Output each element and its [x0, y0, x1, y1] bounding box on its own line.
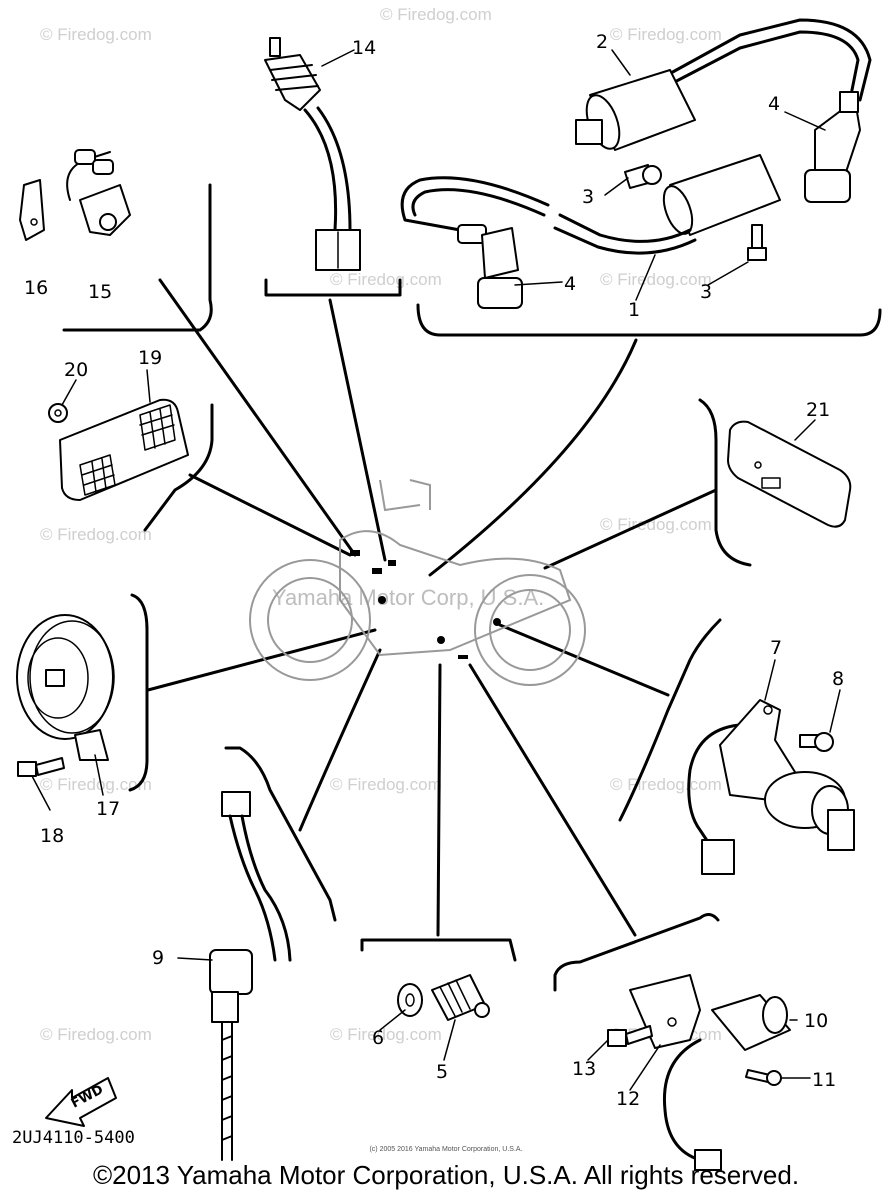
part-14-switch: [264, 37, 361, 271]
bracket-reflector-left: [143, 403, 214, 532]
small-credit: (c) 2005 2016 Yamaha Motor Corporation, …: [369, 1146, 523, 1153]
callout-3: 3: [700, 281, 712, 303]
callout-4: 4: [768, 93, 780, 115]
diagram-part-number: 2UJ4110-5400: [12, 1128, 135, 1148]
callout-20: 20: [64, 359, 88, 381]
watermark: © Firedog.com: [330, 775, 442, 794]
motorcycle-outline: [249, 479, 586, 686]
callout-5: 5: [436, 1061, 448, 1083]
center-watermark: Yamaha Motor Corp, U.S.A.: [272, 585, 544, 610]
callout-4: 4: [564, 273, 576, 295]
bracket-thermo: [224, 746, 337, 922]
callout-1: 1: [628, 299, 640, 321]
watermark: © Firedog.com: [610, 25, 722, 44]
watermark: © Firedog.com: [330, 270, 442, 289]
leader-lines: [146, 278, 718, 937]
watermark: © Firedog.com: [40, 25, 152, 44]
part-11-screw: [745, 1069, 782, 1086]
group-brackets: [62, 183, 882, 992]
watermark: © Firedog.com: [380, 5, 492, 24]
rear-wheel: [474, 574, 586, 686]
callout-9: 9: [152, 947, 164, 969]
watermarks: © Firedog.com © Firedog.com © Firedog.co…: [40, 5, 722, 1044]
callout-19: 19: [138, 347, 162, 369]
part-1-ignition-coil: [400, 154, 781, 255]
part-17-horn: [16, 614, 115, 761]
bracket-5-6: [360, 938, 517, 962]
callout-18: 18: [40, 825, 64, 847]
part-4-plug-cap-right: [804, 91, 861, 203]
watermark: © Firedog.com: [40, 525, 152, 544]
part-10-sensor: [662, 994, 791, 1171]
bracket-coils: [416, 303, 882, 337]
part-19-reflector: [59, 398, 189, 501]
watermark: © Firedog.com: [40, 1025, 152, 1044]
callout-2: 2: [596, 31, 608, 53]
watermark: © Firedog.com: [330, 1025, 442, 1044]
callout-11: 11: [812, 1069, 836, 1091]
part-7-main-switch: [687, 699, 855, 875]
callout-13: 13: [572, 1058, 596, 1080]
bracket-horn: [128, 593, 149, 792]
part-15-relay: [66, 149, 131, 236]
part-5-switch: [431, 974, 490, 1021]
part-20-nut: [48, 403, 68, 423]
part-18-bolt: [17, 757, 65, 777]
bracket-16: [19, 179, 45, 241]
callout-10: 10: [804, 1010, 828, 1032]
callout-15: 15: [88, 281, 112, 303]
part-21-reflector: [727, 420, 852, 528]
mount-points: [350, 550, 501, 659]
part-3-screws: [624, 164, 767, 261]
watermark: © Firedog.com: [600, 270, 712, 289]
part-6-washer: [397, 983, 423, 1017]
bracket-reflector-right: [698, 398, 752, 567]
callout-8: 8: [832, 668, 844, 690]
callout-leaders: [31, 49, 841, 1091]
callout-17: 17: [96, 798, 120, 820]
watermark: © Firedog.com: [610, 775, 722, 794]
callout-6: 6: [372, 1027, 384, 1049]
callout-numbers: 1 2 3 3 4 4 5 6 7 8 9 10 11 12 13 14 15 …: [24, 31, 844, 1110]
callout-12: 12: [616, 1088, 640, 1110]
bracket-10-13: [553, 913, 720, 992]
front-wheel: [249, 559, 371, 681]
part-2-ignition-coil: [575, 18, 872, 151]
bracket-14: [264, 278, 402, 297]
part-13-bolt: [607, 1025, 653, 1047]
footer-copyright: ©2013 Yamaha Motor Corporation, U.S.A. A…: [92, 1160, 800, 1190]
part-8-screw: [799, 732, 834, 752]
fwd-arrow-icon: FWD: [45, 1077, 117, 1127]
callout-16: 16: [24, 277, 48, 299]
callout-14: 14: [352, 37, 376, 59]
part-4-plug-cap-left: [457, 224, 523, 309]
bracket-top-left: [62, 183, 213, 332]
callout-7: 7: [770, 637, 782, 659]
callout-21: 21: [806, 399, 830, 421]
bracket-main-switch: [618, 618, 722, 822]
watermark: © Firedog.com: [40, 775, 152, 794]
callout-3: 3: [582, 186, 594, 208]
part-9-thermo-unit: [209, 791, 292, 1161]
